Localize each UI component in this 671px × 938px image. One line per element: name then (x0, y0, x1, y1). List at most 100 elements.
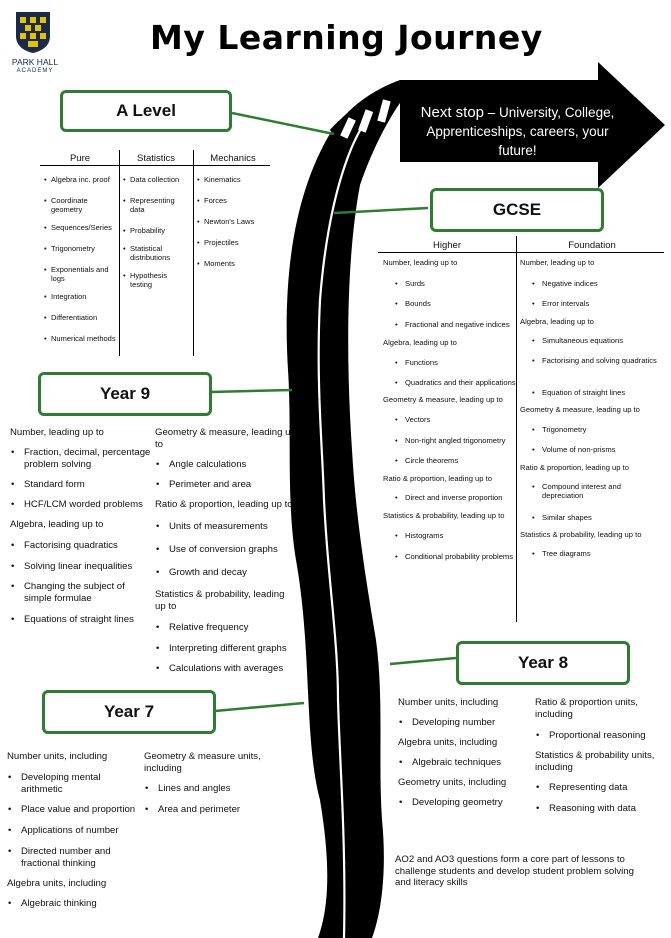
next-stop-lead: Next stop (420, 104, 485, 121)
gcse-box: GCSE (430, 188, 604, 232)
list-item: Similar shapes (520, 513, 592, 522)
list-item: Fractional and negative indices (383, 320, 510, 329)
list-item: HCF/LCM worded problems (10, 499, 143, 511)
list-item: Algebra, leading up to (520, 317, 594, 326)
ao-note: AO2 and AO3 questions form a core part o… (395, 854, 634, 888)
road-arrow (400, 62, 665, 188)
list-item: Trigonometry (44, 244, 116, 253)
school-crest-icon (14, 10, 52, 54)
list-item: Conditional probability problems (383, 552, 513, 561)
list-item: Calculations with averages (155, 663, 283, 675)
a-level-divider-2 (193, 150, 194, 356)
list-item: Standard form (10, 479, 85, 491)
list-item: Simultaneous equations (520, 336, 623, 345)
list-item: Error intervals (520, 299, 589, 308)
list-item: Functions (383, 358, 438, 367)
list-item: Tree diagrams (520, 549, 591, 558)
list-item: Trigonometry (520, 425, 586, 434)
a-level-header-mechanics: Mechanics (210, 153, 256, 164)
list-item: Geometry & measure units, including (144, 751, 261, 774)
list-item: Ratio & proportion, leading up to (155, 499, 293, 510)
connectors (209, 111, 457, 713)
list-item: Algebra, leading up to (10, 519, 104, 530)
gcse-divider (516, 236, 517, 622)
list-item: Changing the subject of simple formulae (10, 581, 142, 604)
school-name-sub: ACADEMY (16, 68, 54, 74)
a-level-statistics-list: Data collection Representing data Probab… (123, 175, 191, 289)
list-item: Algebra, leading up to (383, 338, 457, 347)
list-item: Growth and decay (155, 567, 247, 579)
year8-box: Year 8 (456, 641, 630, 685)
list-item: Probability (123, 226, 191, 235)
list-item: Lines and angles (144, 783, 231, 795)
list-item: Bounds (383, 299, 431, 308)
list-item: Non-right angled trigonometry (383, 436, 505, 445)
list-item: Histograms (383, 531, 443, 540)
list-item: Representing data (123, 196, 191, 214)
list-item: Statistics & probability, leading up to (520, 530, 642, 539)
road-centre-line (317, 117, 369, 938)
list-item: Forces (197, 196, 269, 205)
list-item: Geometry & measure, leading up to (155, 427, 296, 450)
list-item: Equation of straight lines (520, 388, 625, 397)
list-item: Data collection (123, 175, 191, 184)
list-item: Directed number and fractional thinking (7, 846, 131, 869)
a-level-rule (40, 165, 270, 166)
a-level-header-pure: Pure (69, 153, 91, 164)
list-item: Use of conversion graphs (155, 544, 278, 556)
page-title: My Learning Journey (150, 18, 543, 57)
list-item: Numerical methods (44, 334, 116, 343)
list-item: Equations of straight lines (10, 614, 134, 626)
list-item: Circle theorems (383, 456, 458, 465)
list-item: Applications of number (7, 825, 119, 837)
road-slats (340, 99, 391, 139)
list-item: Interpreting different graphs (155, 643, 287, 655)
list-item: Representing data (535, 782, 627, 794)
list-item: Number, leading up to (383, 258, 458, 267)
a-level-box: A Level (60, 90, 232, 132)
list-item: Statistics & probability, leading up to (155, 589, 285, 612)
list-item: Number, leading up to (520, 258, 595, 267)
school-name: PARK HALL ACADEMY (4, 58, 66, 76)
list-item: Angle calculations (155, 459, 246, 471)
gcse-rule (378, 252, 664, 253)
list-item: Developing mental arithmetic (7, 772, 133, 795)
list-item: Algebraic thinking (7, 898, 97, 910)
list-item: Algebraic techniques (398, 757, 501, 769)
list-item: Geometry & measure, leading up to (520, 405, 640, 414)
a-level-pure-list: Algebra inc. proof Coordinate geometry S… (44, 175, 116, 343)
list-item: Exponentials and logs (44, 265, 116, 283)
list-item: Direct and inverse proportion (383, 493, 503, 502)
gcse-header-foundation: Foundation (568, 240, 616, 251)
list-item: Vectors (383, 415, 430, 424)
list-item: Newton's Laws (197, 217, 269, 226)
next-stop-text: Next stop – University, College, Apprent… (410, 103, 625, 160)
list-item: Solving linear inequalities (10, 561, 132, 573)
list-item: Reasoning with data (535, 803, 636, 815)
list-item: Factorising quadratics (10, 540, 118, 552)
list-item: Relative frequency (155, 622, 248, 634)
gcse-header-higher: Higher (433, 240, 461, 251)
list-item: Algebra inc. proof (44, 175, 116, 184)
a-level-mechanics-list: Kinematics Forces Newton's Laws Projecti… (197, 175, 269, 268)
list-item: Fraction, decimal, percentage problem so… (10, 447, 164, 470)
list-item: Number units, including (7, 751, 108, 762)
list-item: Volume of non-prisms (520, 445, 615, 454)
a-level-header-statistics: Statistics (136, 153, 175, 164)
list-item: Negative indices (520, 279, 598, 288)
list-item: Developing geometry (398, 797, 503, 809)
list-item: Projectiles (197, 238, 269, 247)
road-shape (286, 80, 400, 938)
year7-box: Year 7 (42, 690, 216, 734)
list-item: Integration (44, 292, 116, 301)
list-item: Hypothesis testing (123, 271, 191, 289)
list-item: Moments (197, 259, 269, 268)
list-item: Number, leading up to (10, 427, 104, 438)
list-item: Number units, including (398, 697, 499, 708)
list-item: Surds (383, 279, 425, 288)
next-stop-body: – University, College, Apprenticeships, … (426, 105, 615, 158)
list-item: Algebra units, including (398, 737, 498, 748)
list-item: Units of measurements (155, 521, 268, 533)
list-item: Proportional reasoning (535, 730, 646, 742)
list-item: Coordinate geometry (44, 196, 116, 214)
